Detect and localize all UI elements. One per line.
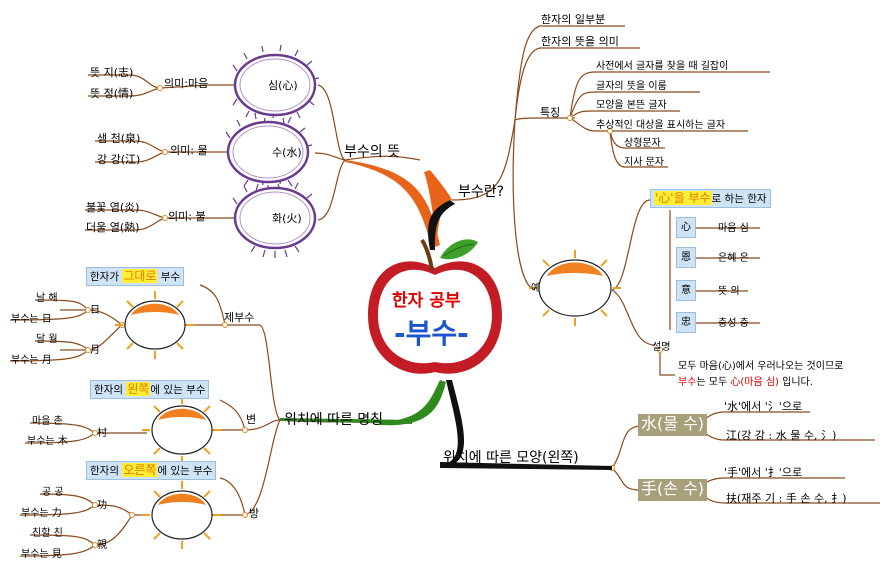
def-part: 한자의 일부분 — [541, 13, 606, 26]
bang-box-post: 에 있는 부수 — [157, 465, 213, 477]
water-example-2: 강 강(江) — [97, 153, 141, 166]
char-1-reading: 마음 심 — [718, 223, 749, 234]
feature-4: 추상적인 대상을 표시하는 글자 — [596, 120, 726, 131]
example-label: 예 — [531, 283, 541, 294]
char-4-reading: 충성 충 — [718, 318, 749, 329]
fire-example-1: 불꽃 염(炎) — [86, 201, 140, 214]
meaning-label: 부수의 뜻 — [344, 144, 400, 160]
explain-line-2: 부수는 모두 心(마음 심) 입니다. — [678, 376, 813, 389]
byeon-box-pre: 한자의 — [94, 384, 127, 396]
hand-tag-reading: (손 수) — [657, 479, 705, 498]
hand-tag-char: 手 — [641, 479, 658, 498]
bang-char-1-radical: 부수는 力 — [21, 508, 62, 519]
mind-radical-box: '心'을 부수로 하는 한자 — [650, 189, 771, 208]
je-box: 한자가 그대로 부수 — [86, 267, 185, 286]
je-box-highlight: 그대로 — [122, 269, 158, 283]
water-meaning: 의미: 물 — [170, 144, 208, 157]
explain-label: 설명 — [652, 342, 671, 353]
flower-icons — [225, 44, 320, 258]
byeon-box-post: 에 있는 부수 — [150, 384, 206, 396]
hand-shape-line-1: '手'에서 '扌'으로 — [724, 466, 803, 479]
explain-radical-word: 부수 — [678, 377, 697, 388]
je-label: 제부수 — [224, 311, 255, 324]
mind-example-1: 뜻 지(志) — [90, 66, 134, 79]
byeon-char-1-reading: 마을 촌 — [32, 416, 63, 427]
char-4: 忠 — [676, 312, 696, 333]
sub-indicative: 지사 문자 — [624, 157, 664, 168]
explain-text-mid: 는 모두 — [696, 377, 731, 388]
naming-label: 위치에 따른 명칭 — [284, 412, 384, 428]
bang-char-1-reading: 공 공 — [42, 487, 64, 498]
je-char-2-reading: 달 월 — [36, 334, 58, 345]
bang-box-highlight: 오른쪽 — [122, 463, 158, 477]
center-title: 한자 공부 — [392, 291, 461, 311]
water-shape-line-1: '水'에서 '氵'으로 — [724, 400, 803, 413]
def-meaning: 한자의 뜻을 의미 — [541, 35, 619, 48]
hand-tag: 手(손 수) — [638, 479, 708, 501]
byeon-char-1-radical: 부수는 木 — [27, 436, 68, 447]
bang-char-2-reading: 친할 친 — [32, 528, 63, 539]
explain-line-1: 모두 마음(心)에서 우러나오는 것이므로 — [678, 361, 844, 372]
apple-icon — [368, 238, 502, 374]
je-char-1-radical: 부수는 日 — [11, 314, 52, 325]
explain-text-end: 입니다. — [778, 377, 813, 388]
byeon-box-highlight: 왼쪽 — [126, 382, 151, 396]
bang-box-pre: 한자의 — [90, 465, 123, 477]
explain-mind-char: 心(마음 심) — [730, 377, 779, 388]
bang-box: 한자의 오른쪽에 있는 부수 — [86, 461, 217, 480]
center-subtitle: -부수- — [394, 317, 469, 350]
water-name: 수(水) — [272, 146, 302, 159]
je-char-1-reading: 날 해 — [36, 293, 58, 304]
feature-2: 글자의 뜻을 이룸 — [596, 81, 667, 92]
bang-char-2: 親 — [97, 540, 107, 551]
bang-char-1: 功 — [97, 500, 107, 511]
shape-label: 위치에 따른 모양(왼쪽) — [443, 450, 579, 466]
whatis-label: 부수란? — [458, 184, 505, 200]
hand-shape-line-2: 扶(재주 기 : 手 손 수, 扌) — [726, 492, 847, 505]
water-tag: 水(물 수) — [638, 414, 708, 436]
je-char-2-radical: 부수는 月 — [11, 355, 52, 366]
char-3: 意 — [676, 280, 696, 301]
sun-icons — [115, 250, 621, 549]
bang-char-2-radical: 부수는 見 — [21, 549, 62, 560]
byeon-char-1: 村 — [97, 428, 107, 439]
mind-meaning: 의미:마음 — [164, 77, 209, 90]
water-tag-reading: (물 수) — [657, 414, 705, 433]
je-box-post: 부수 — [157, 271, 181, 283]
fire-example-2: 더울 열(熱) — [86, 221, 140, 234]
je-char-2: 月 — [90, 345, 100, 356]
mind-name: 심(心) — [268, 79, 298, 92]
feature-label: 특징 — [540, 106, 561, 119]
feature-3: 모양을 본뜬 글자 — [596, 100, 667, 111]
byeon-label: 변 — [246, 413, 257, 426]
feature-1: 사전에서 글자를 찾을 때 길잡이 — [596, 61, 729, 72]
fire-meaning: 의미: 불 — [168, 210, 206, 223]
water-tag-char: 水 — [641, 414, 658, 433]
fire-name: 화(火) — [272, 212, 302, 225]
sub-pictograph: 상형문자 — [624, 138, 661, 149]
water-shape-line-2: 江(강 강 : 水 물 수, 氵) — [726, 429, 837, 442]
je-box-pre: 한자가 — [90, 271, 123, 283]
char-2: 恩 — [676, 247, 696, 268]
mind-example-2: 뜻 정(情) — [90, 87, 134, 100]
bang-label: 방 — [249, 507, 260, 520]
byeon-box: 한자의 왼쪽에 있는 부수 — [90, 380, 210, 399]
char-2-reading: 은혜 은 — [718, 253, 749, 264]
water-example-1: 샘 천(泉) — [97, 132, 141, 145]
char-3-reading: 뜻 의 — [718, 286, 740, 297]
char-1: 心 — [676, 217, 696, 238]
je-char-1: 日 — [90, 305, 100, 316]
mind-radical-highlight: '心'을 부수 — [654, 191, 712, 205]
mind-radical-box-text: 로 하는 한자 — [711, 193, 767, 205]
